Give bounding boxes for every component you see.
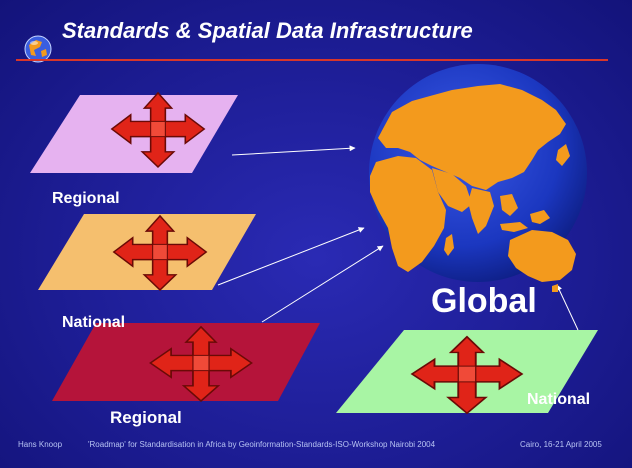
label-national-mid: National — [62, 314, 126, 331]
page-title: Standards & Spatial Data Infrastructure — [62, 18, 473, 43]
label-national-right: National — [527, 391, 591, 408]
label-global: Global — [431, 282, 537, 320]
footer-description: 'Roadmap' for Standardisation in Africa … — [88, 440, 436, 449]
title-rule — [16, 59, 608, 61]
globe-logo-icon — [24, 35, 52, 63]
link-regional-bottom-to-globe — [261, 245, 384, 323]
globe-icon — [369, 64, 587, 292]
label-regional-bottom: Regional — [110, 408, 182, 427]
label-regional-top: Regional — [52, 190, 120, 207]
link-national-right-to-globe — [556, 284, 579, 331]
footer-place-date: Cairo, 16-21 April 2005 — [520, 440, 602, 449]
link-regional-top-to-globe — [231, 145, 356, 156]
footer-author: Hans Knoop — [18, 440, 63, 449]
link-national-mid-to-globe — [217, 227, 365, 286]
